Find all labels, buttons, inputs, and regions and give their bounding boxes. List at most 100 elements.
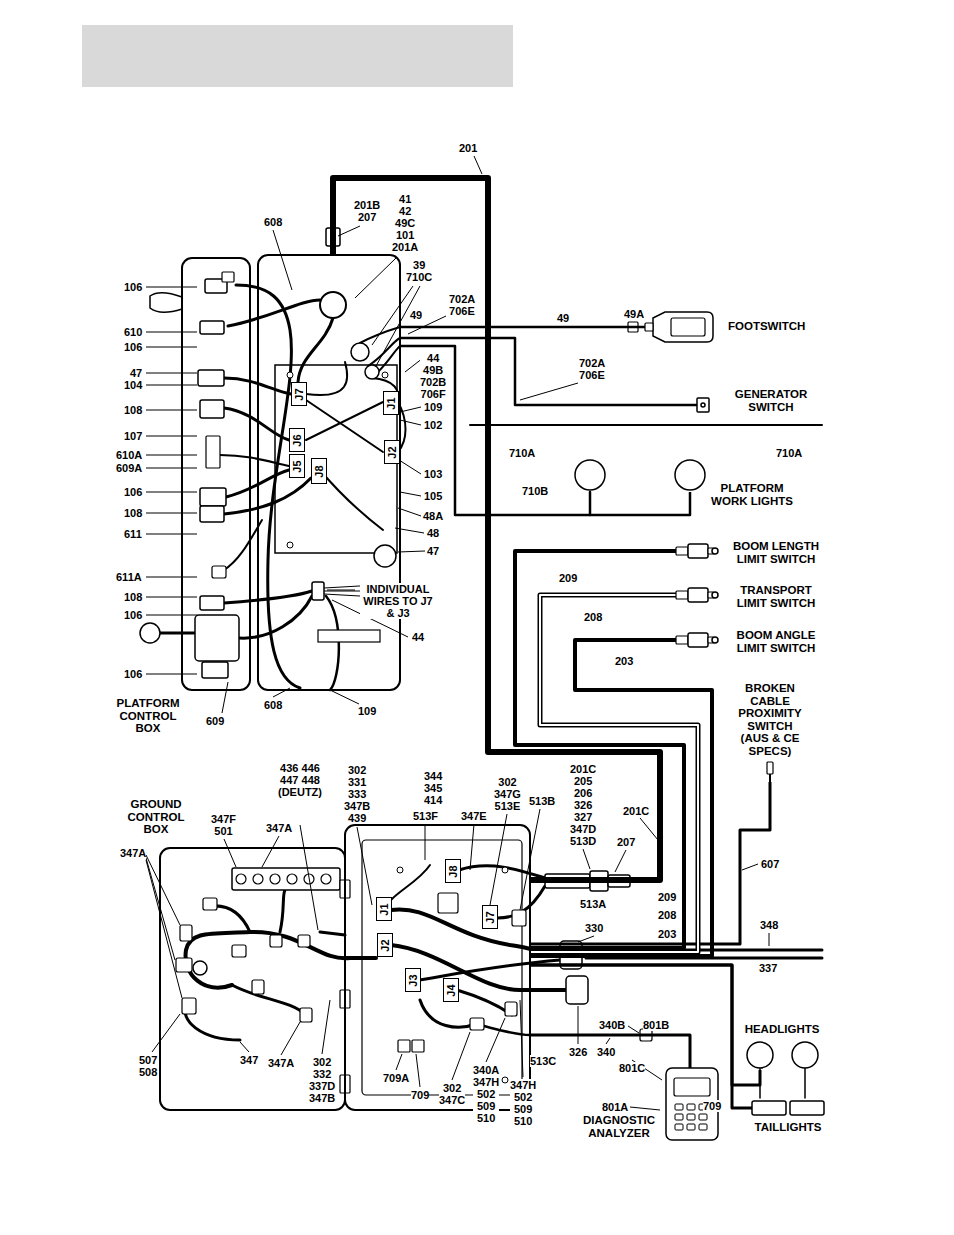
leader-line [615,850,626,872]
callout-number: 709 [703,1100,721,1112]
side-panel [160,848,345,1110]
callout-number: 709A [383,1072,409,1084]
leader-line [452,1032,470,1080]
leader-line [146,455,197,456]
connector-id: J4 [446,984,457,996]
shape-outline [676,587,718,603]
wire [306,400,383,452]
module [438,893,458,913]
leader-line [400,420,421,425]
leader-line [146,615,197,616]
taillights: TAILLIGHTS [752,1098,824,1118]
toggle-switch [202,662,228,678]
shape-outline [744,1040,820,1070]
wire [457,990,512,1015]
terminal-block [206,436,220,468]
part-label: PLATFORM CONTROL BOX [110,697,186,735]
leader-line [398,508,421,516]
shape-outline [764,762,776,782]
component [232,945,246,957]
leader-line [355,258,396,298]
callout-number: 608 [264,699,282,711]
wire [360,327,400,343]
wire-bundle [186,932,350,988]
proximity-switch: BROKEN CABLE PROXIMITY SWITCH (AUS & CE … [764,762,776,782]
leader-line [146,347,197,348]
callout-stack: 201C 205 206 326 327 347D 513D [570,763,596,847]
leader-line [425,824,426,860]
callout-number: 801A [602,1101,628,1113]
leader-line [273,230,292,290]
leader-line [416,1054,420,1087]
callout-number: 108 [124,507,142,519]
callout-number: 108 [124,404,142,416]
leader-line [520,1000,523,1077]
lamp [747,1042,773,1068]
shape-outline [572,458,706,492]
connector-id: J7 [485,911,496,923]
mount-hole [382,372,388,378]
control-box: PLATFORM CONTROL BOXJ7J1J6J2J5J8 [180,255,400,692]
leader-line [490,814,507,905]
callout-number: 209 [559,572,577,584]
shape-outline [676,632,718,648]
callout-number: 44 [412,631,424,643]
lamp-lens [752,1101,786,1115]
plug-neck [645,323,653,331]
component [300,1008,312,1022]
wire-harness [400,326,645,329]
callout-number: 106 [124,281,142,293]
part-label: GENERATOR SWITCH [729,388,813,413]
toggle-switch [200,488,226,506]
component [180,925,192,941]
plug [676,591,688,599]
leader-line [769,933,770,946]
leader-line [146,287,197,288]
callout-number: 801B [643,1019,669,1031]
wire-bundle [228,300,320,326]
component [182,998,196,1014]
leader-line [640,818,658,840]
callout-stack: 39 710C [406,259,432,283]
part-label: FOOTSWITCH [728,320,805,333]
wire-connector [312,582,324,600]
callout-number: 209 [658,891,676,903]
callout-number: 107 [124,430,142,442]
terminal-screw [236,874,246,884]
callout-number: 201 [459,142,477,154]
switch-box: GENERATOR SWITCH [697,398,709,412]
callout-number: 608 [264,216,282,228]
part-label: GROUND CONTROL BOX [118,798,194,836]
leader-line [400,407,421,412]
callout-number: 106 [124,341,142,353]
leader-line [146,855,180,925]
mounting-plate [275,365,397,553]
connector-box: J1 [376,897,392,921]
wire-bundle [345,956,376,960]
component [176,958,192,972]
callout-number: 611 [124,528,142,540]
callout-number: 208 [658,909,676,921]
callout-number: 103 [424,468,442,480]
key [699,1124,707,1130]
connector-box: J1 [383,391,399,415]
switch-dot [701,403,705,407]
callout-stack: 302 347C [439,1082,465,1106]
toggle-switch [200,506,224,522]
grommet [320,292,346,318]
leader-line [396,1054,402,1070]
callout-number: 710A [776,447,802,459]
knob-stem [160,632,195,635]
leader-line [400,492,421,496]
leader-line [474,156,482,174]
roller [712,637,718,643]
callout-number: 330 [585,922,603,934]
plug-body [653,312,713,342]
component [298,935,310,947]
callout-number: 340 [597,1046,615,1058]
wire-harness [530,640,712,956]
roller [712,592,718,598]
callout-number: 48 [427,527,439,539]
callout-number: 609A [116,462,142,474]
